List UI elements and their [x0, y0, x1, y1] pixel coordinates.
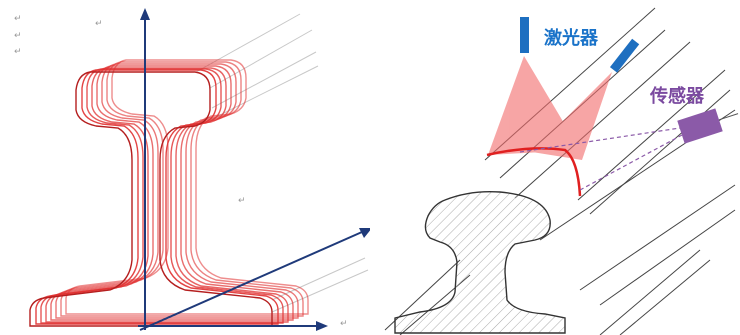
sensor-label: 传感器 [650, 86, 704, 107]
laser-emitter-icon [609, 38, 640, 73]
coordinate-axes [138, 8, 370, 331]
stacked-red-profiles [35, 59, 309, 325]
laser-beams [488, 56, 612, 160]
return-mark-1: ↵ [14, 14, 22, 24]
laser-label: 激光器 [544, 28, 598, 49]
laser-line [486, 147, 582, 197]
laser-emitter-icon [520, 17, 529, 53]
return-mark-3: ↵ [14, 47, 22, 57]
return-mark-2: ↵ [14, 31, 22, 41]
return-mark-5: ↵ [238, 196, 246, 206]
track-lines [384, 7, 736, 335]
return-mark-4: ↵ [95, 19, 103, 29]
left-panel-rail-profiles [29, 8, 370, 331]
right-panel-laser-setup [384, 7, 739, 335]
sensor-icon [677, 108, 739, 144]
rail-cross-section [394, 190, 566, 334]
sensor-rays [519, 127, 683, 191]
return-mark-6: ↵ [340, 319, 348, 329]
